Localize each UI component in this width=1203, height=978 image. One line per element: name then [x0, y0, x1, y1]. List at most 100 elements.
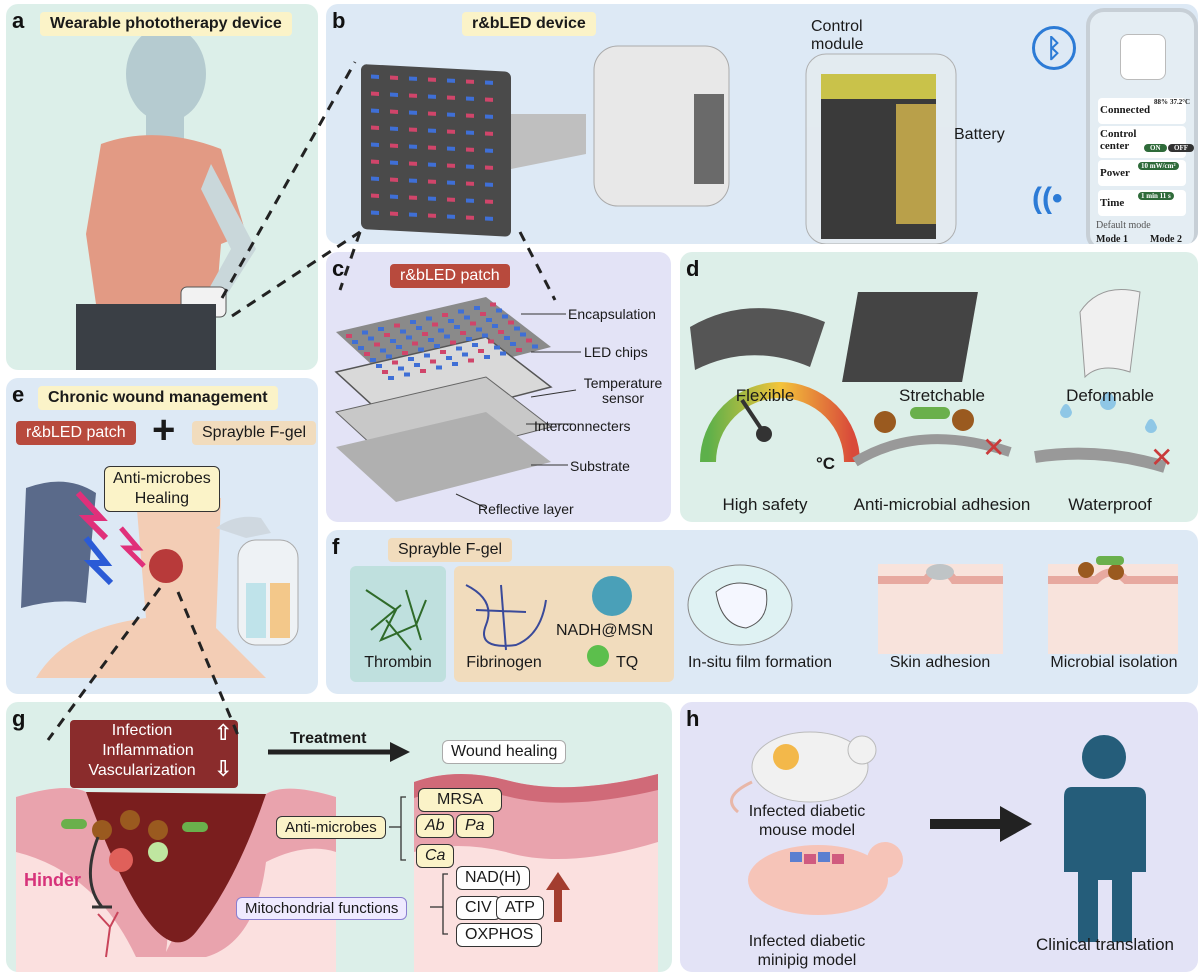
panel-f-title: Sprayble F-gel — [388, 538, 513, 562]
item-fibrinogen: Fibrinogen — [466, 654, 542, 671]
panel-f-letter: f — [332, 534, 340, 559]
mitochondrial-functions-box: Mitochondrial functions — [236, 897, 408, 920]
panel-b: b r&bLED device Control module Battery ᛒ… — [326, 4, 1198, 244]
svg-text:✕: ✕ — [1150, 441, 1173, 474]
temp-unit-label: °C — [816, 454, 836, 473]
panel-d: ✕ ✕ d Flexible Stretchable Deformable °C… — [680, 252, 1198, 522]
wound-tissue-illustration — [16, 742, 658, 972]
label-waterproof: Waterproof — [1068, 495, 1152, 514]
time-row: Time 1 min 11 s — [1098, 190, 1186, 216]
item-nadh-msn: NADH@MSN — [556, 622, 654, 639]
gel-tag: Sprayble F-gel — [192, 421, 317, 445]
panel-e: e Chronic wound management r&bLED patch … — [6, 378, 318, 694]
mode1-button[interactable]: Mode 1 — [1096, 234, 1128, 244]
thrombin-box — [350, 566, 446, 682]
microbe-ca: Ca — [416, 844, 455, 868]
microbe-mrsa: MRSA — [418, 788, 503, 812]
connected-label: Connected — [1100, 104, 1151, 116]
time-label: Time — [1100, 197, 1125, 209]
panel-a-title: Wearable phototherapy device — [40, 12, 292, 36]
time-value[interactable]: 1 min 11 s — [1138, 192, 1174, 200]
item-tq: TQ — [616, 654, 639, 671]
property-illustrations: ✕ ✕ — [690, 289, 1173, 474]
patch-tag: r&bLED patch — [16, 421, 136, 445]
minipig-model-label: Infected diabetic minipig model — [748, 933, 866, 969]
control-center-label: Control center — [1100, 128, 1137, 152]
person-illustration — [76, 26, 256, 370]
panel-a-letter: a — [12, 8, 25, 33]
panel-f: f Sprayble F-gel Thrombin Fibrinogen NAD… — [326, 530, 1198, 694]
fibrinogen-box — [454, 566, 674, 682]
layer-encapsulation: Encapsulation — [568, 306, 656, 322]
layer-led-chips: LED chips — [584, 344, 648, 360]
power-row: Power 10 mW/cm² — [1098, 160, 1186, 186]
off-toggle[interactable]: OFF — [1168, 144, 1194, 152]
item-thrombin: Thrombin — [364, 654, 432, 671]
power-label: Power — [1100, 167, 1130, 179]
microbe-ab: Ab — [416, 814, 454, 838]
microbe-pa: Pa — [456, 814, 494, 838]
phone-app-screen: Connected 88% 37.2°C Control center ON O… — [1086, 8, 1198, 244]
panel-g-letter: g — [12, 706, 26, 731]
mito-nadh: NAD(H) — [456, 866, 530, 890]
item-in-situ-film: In-situ film formation — [687, 654, 833, 671]
control-module-label: Control module — [811, 18, 864, 53]
temperature-value: 37.2°C — [1170, 98, 1191, 106]
panel-c-letter: c — [332, 256, 345, 281]
panel-a: a Wearable phototherapy device — [6, 4, 318, 370]
problem-vascularization: Vascularization — [88, 762, 196, 779]
hinder-label: Hinder — [24, 870, 82, 890]
device-thumbnail — [1120, 34, 1166, 80]
panel-c: c r&bLED patch Encapsulation LED chips T… — [326, 252, 671, 522]
effects-box: Anti-microbes Healing — [104, 466, 220, 512]
layer-temperature-sensor: Temperature sensor — [583, 375, 663, 406]
panel-g: Infection Inflammation Vascularization ⇧… — [6, 702, 672, 972]
battery-label: Battery — [954, 126, 1005, 143]
panel-h-letter: h — [686, 706, 700, 731]
plus-sign: + — [152, 408, 176, 452]
panel-e-letter: e — [12, 382, 25, 407]
panel-b-letter: b — [332, 8, 346, 33]
mito-oxphos: OXPHOS — [456, 923, 543, 947]
label-anti-microbial-adhesion: Anti-microbial adhesion — [853, 495, 1031, 514]
panel-d-letter: d — [686, 256, 700, 281]
svg-text:✕: ✕ — [982, 431, 1005, 464]
panel-e-title: Chronic wound management — [38, 386, 278, 410]
label-deformable: Deformable — [1066, 386, 1154, 405]
problem-inflammation: Inflammation — [102, 742, 194, 759]
label-stretchable: Stretchable — [899, 386, 985, 405]
arrow-down-icon: ⇩ — [214, 756, 233, 781]
label-high-safety: High safety — [722, 495, 808, 514]
arrow-up-icon: ⇧ — [214, 720, 233, 745]
mito-civ: CIV — [456, 896, 501, 920]
mode2-button[interactable]: Mode 2 — [1150, 234, 1182, 244]
layer-reflective: Reflective layer — [478, 501, 574, 517]
problem-infection: Infection — [111, 722, 173, 739]
battery-percent: 88% — [1154, 98, 1168, 106]
clinical-translation-label: Clinical translation — [1036, 935, 1174, 954]
item-microbial-isolation: Microbial isolation — [1050, 654, 1178, 671]
led-patch-image — [361, 45, 957, 244]
item-skin-adhesion: Skin adhesion — [889, 654, 991, 671]
wound-problems-box: Infection Inflammation Vascularization ⇧… — [70, 720, 238, 788]
panel-b-title: r&bLED device — [462, 12, 596, 36]
mouse-model-label: Infected diabetic mouse model — [748, 803, 866, 839]
gel-components-illustration — [365, 556, 1178, 667]
default-mode-label: Default mode — [1096, 220, 1151, 231]
on-toggle[interactable]: ON — [1144, 144, 1167, 152]
layer-interconnecters: Interconnecters — [534, 418, 631, 434]
layer-substrate: Substrate — [570, 458, 630, 474]
panel-h: h Infected diabetic mouse model Infected… — [680, 702, 1198, 972]
panel-c-title: r&bLED patch — [390, 264, 510, 288]
connected-row: Connected 88% 37.2°C — [1098, 98, 1190, 124]
power-value[interactable]: 10 mW/cm² — [1138, 162, 1179, 170]
wound-healing-box: Wound healing — [442, 740, 567, 764]
bluetooth-icon: ᛒ — [1032, 26, 1076, 70]
models-illustration — [730, 731, 1146, 942]
label-flexible: Flexible — [735, 386, 795, 405]
control-center-row: Control center ON OFF — [1098, 126, 1194, 158]
mito-atp: ATP — [496, 896, 544, 920]
anti-microbes-box: Anti-microbes — [276, 816, 386, 839]
treatment-label: Treatment — [290, 730, 367, 747]
patch-layers-exploded — [334, 297, 581, 509]
